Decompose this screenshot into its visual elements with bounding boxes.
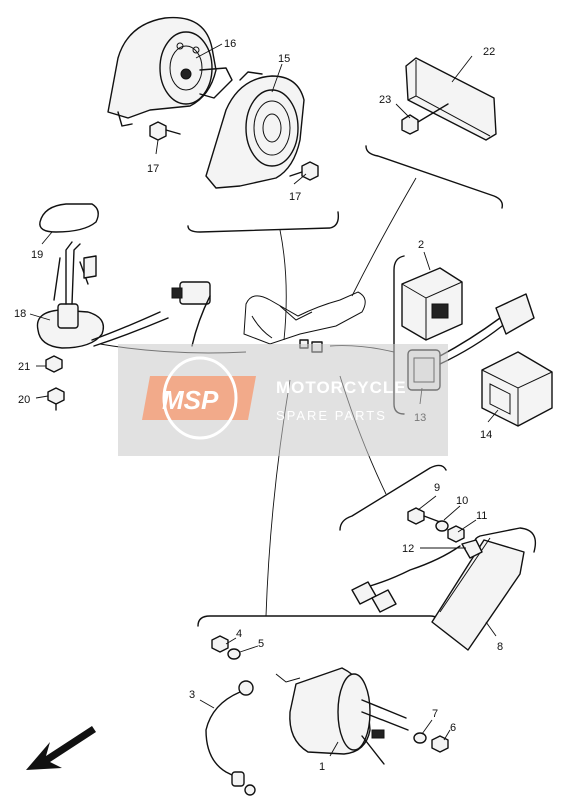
watermark-logo: MSP xyxy=(162,385,219,415)
fuel-sender-18[interactable] xyxy=(36,241,211,349)
nut-21[interactable] xyxy=(45,355,63,373)
part-label-2: 2 xyxy=(418,239,424,251)
part-label-18: 18 xyxy=(14,308,26,320)
part-label-9: 9 xyxy=(434,482,440,494)
bolt-17a[interactable] xyxy=(149,121,181,141)
watermark-line1: MOTORCYCLE xyxy=(276,378,407,397)
bolt-17b[interactable] xyxy=(289,161,319,181)
rectifier-regulator-8[interactable] xyxy=(351,527,537,651)
horn-15[interactable] xyxy=(205,71,305,189)
part-label-7: 7 xyxy=(432,708,438,720)
bracket-rear xyxy=(351,145,504,297)
washer-7[interactable] xyxy=(413,732,427,744)
gasket-19[interactable] xyxy=(39,203,99,233)
part-label-23: 23 xyxy=(379,94,391,106)
part-label-4: 4 xyxy=(236,628,242,640)
washer-10[interactable] xyxy=(435,520,449,532)
part-label-19: 19 xyxy=(31,249,43,261)
watermark: MSP MOTORCYCLE SPARE PARTS xyxy=(118,344,448,456)
lead-wire-3[interactable] xyxy=(205,680,256,796)
nut-11[interactable] xyxy=(447,525,465,543)
license-light-22[interactable] xyxy=(405,57,497,141)
screw-20[interactable] xyxy=(47,387,65,411)
watermark-line2: SPARE PARTS xyxy=(276,408,387,423)
horn-16[interactable] xyxy=(107,16,233,127)
part-label-3: 3 xyxy=(189,689,195,701)
frame-outline xyxy=(243,291,366,353)
part-label-17a: 17 xyxy=(147,163,159,175)
starter-relay-1[interactable] xyxy=(275,667,409,765)
part-label-12: 12 xyxy=(402,543,414,555)
part-label-6: 6 xyxy=(450,722,456,734)
washer-5[interactable] xyxy=(227,648,241,660)
nut-4[interactable] xyxy=(211,635,229,653)
part-label-14: 14 xyxy=(480,429,492,441)
part-label-21: 21 xyxy=(18,361,30,373)
bolt-9[interactable] xyxy=(407,507,441,525)
coupler-14[interactable] xyxy=(481,351,553,427)
part-label-1: 1 xyxy=(319,761,325,773)
part-label-8: 8 xyxy=(497,641,503,653)
clamp-12[interactable] xyxy=(461,539,483,559)
part-label-16: 16 xyxy=(224,38,236,50)
nut-6[interactable] xyxy=(431,735,449,753)
front-direction-arrow-icon xyxy=(26,726,96,770)
bolt-23[interactable] xyxy=(401,103,449,135)
relay-2[interactable] xyxy=(401,267,463,341)
part-label-15: 15 xyxy=(278,53,290,65)
part-label-22: 22 xyxy=(483,46,495,58)
part-label-5: 5 xyxy=(258,638,264,650)
part-label-20: 20 xyxy=(18,394,30,406)
part-label-10: 10 xyxy=(456,495,468,507)
part-label-11: 11 xyxy=(476,510,487,522)
part-label-17b: 17 xyxy=(289,191,301,203)
label-leaders xyxy=(29,43,499,757)
bracket-horns xyxy=(187,211,340,341)
